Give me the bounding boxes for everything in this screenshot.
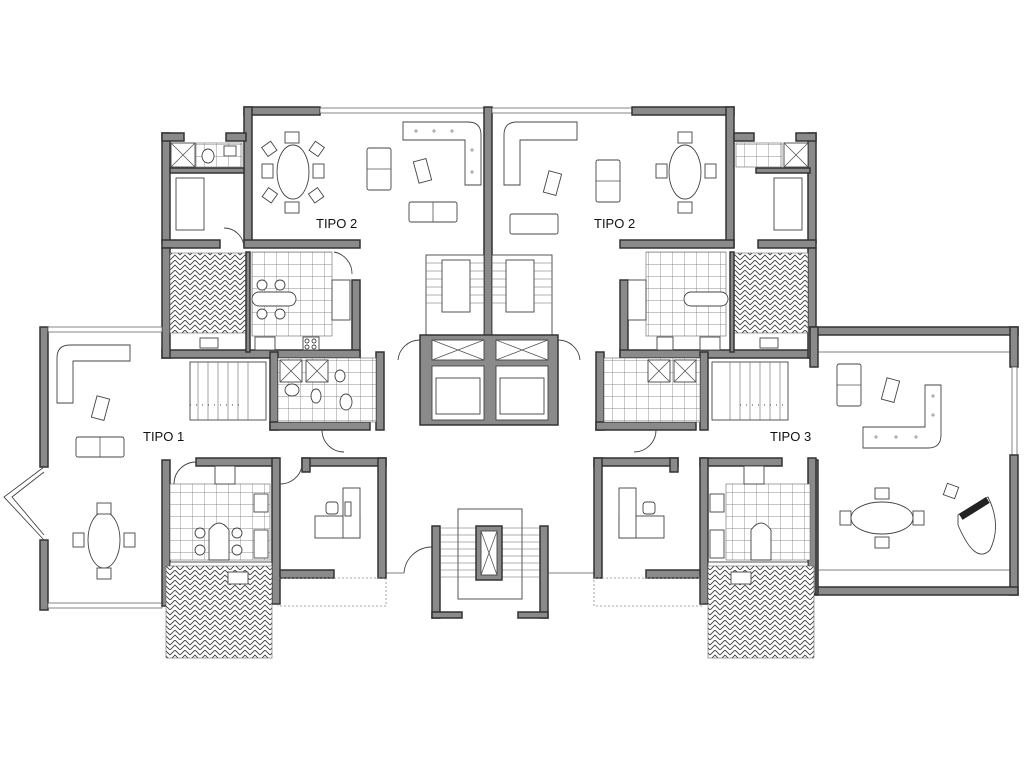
stair-right — [491, 254, 553, 336]
dining-table — [655, 131, 717, 214]
unit-stair — [711, 361, 789, 421]
unit-tipo2-right: TIPO 2 — [491, 106, 817, 359]
unit-tipo1: TIPO 1 — [3, 326, 387, 659]
stair-left — [425, 254, 485, 336]
unit-label-tipo3: TIPO 3 — [770, 429, 811, 444]
dining-table — [839, 487, 925, 549]
grand-piano — [942, 482, 996, 555]
dining-table — [261, 131, 325, 214]
emergency-stair — [403, 508, 549, 619]
unit-label-tipo2-left: TIPO 2 — [316, 216, 357, 231]
unit-stair — [189, 361, 267, 421]
building-core — [386, 254, 594, 619]
sofa — [366, 121, 482, 223]
elevator-right — [495, 365, 549, 421]
unit-tipo2-left: TIPO 2 — [161, 106, 493, 359]
elevator-left — [431, 365, 485, 421]
bed — [773, 177, 803, 231]
unit-label-tipo1: TIPO 1 — [143, 429, 184, 444]
bed — [175, 177, 205, 231]
dining-table — [72, 502, 136, 580]
unit-tipo3: TIPO 3 — [593, 326, 1019, 659]
unit-label-tipo2-right: TIPO 2 — [594, 216, 635, 231]
